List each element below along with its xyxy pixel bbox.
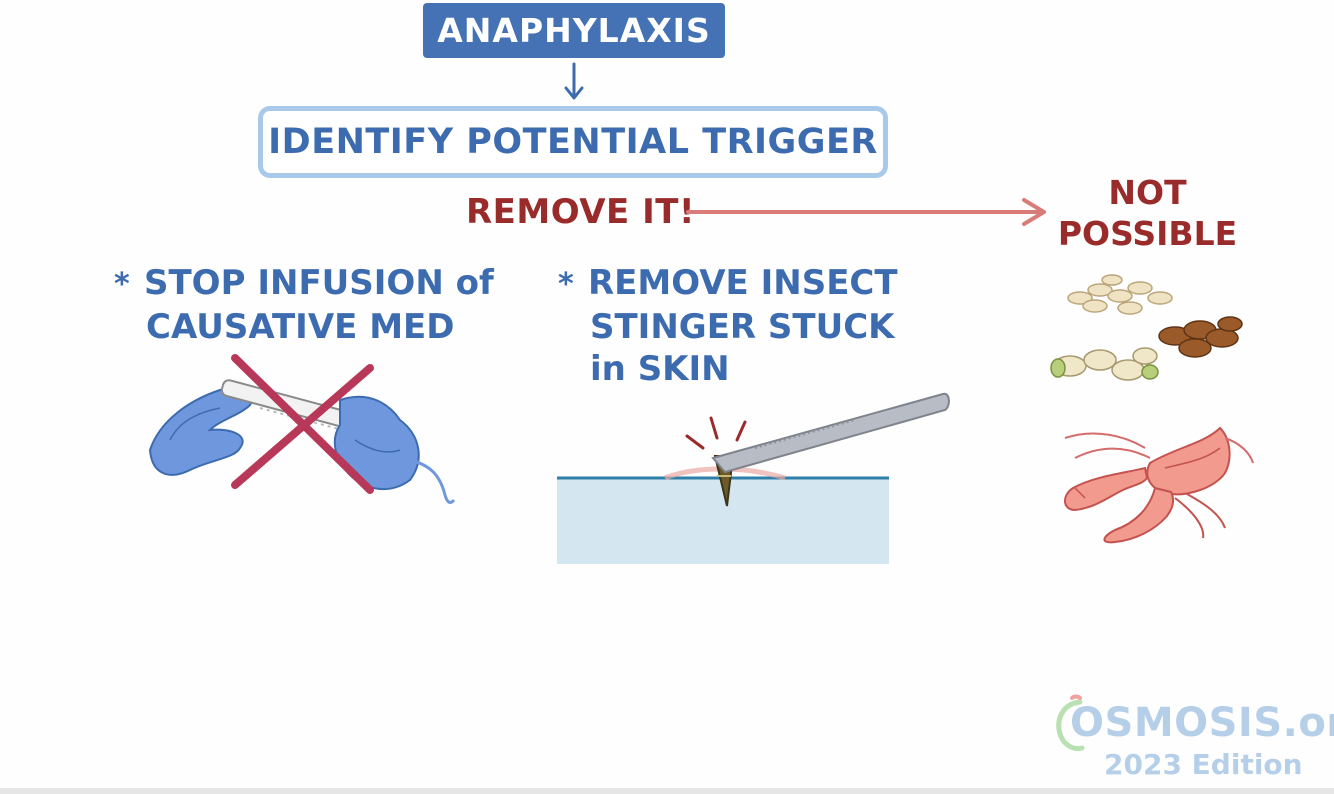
title-box: ANAPHYLAXIS bbox=[423, 3, 725, 58]
lobster-icon bbox=[1055, 418, 1255, 546]
down-arrow-icon bbox=[560, 62, 588, 102]
remove-it-label: REMOVE IT! bbox=[466, 192, 695, 232]
note-left-line-1: STOP INFUSION of bbox=[144, 263, 494, 303]
bullet-star: * bbox=[558, 264, 588, 306]
tweezers-stinger-icon bbox=[555, 386, 955, 566]
note-mid-line-2: STINGER STUCK bbox=[558, 306, 898, 348]
not-possible-line-1: NOT bbox=[1040, 172, 1255, 213]
watermark-edition: 2023 Edition bbox=[1104, 748, 1303, 781]
right-arrow-icon bbox=[686, 198, 1050, 226]
note-left-line-2: CAUSATIVE MED bbox=[114, 306, 494, 348]
step-box: IDENTIFY POTENTIAL TRIGGER bbox=[258, 106, 888, 178]
bullet-star: * bbox=[114, 264, 144, 306]
step-text: IDENTIFY POTENTIAL TRIGGER bbox=[268, 122, 878, 162]
watermark-brand: OSMOSIS.org bbox=[1070, 700, 1334, 746]
gloved-hands-iv-icon bbox=[140, 350, 460, 510]
bottom-bar bbox=[0, 788, 1334, 794]
note-mid-line-1: REMOVE INSECT bbox=[588, 263, 898, 303]
not-possible-line-2: POSSIBLE bbox=[1040, 213, 1255, 254]
title-text: ANAPHYLAXIS bbox=[437, 11, 710, 50]
not-possible-label: NOT POSSIBLE bbox=[1040, 172, 1255, 254]
note-mid-line-3: in SKIN bbox=[558, 348, 898, 390]
note-remove-stinger: *REMOVE INSECT STINGER STUCK in SKIN bbox=[558, 262, 898, 390]
nuts-icon bbox=[1050, 268, 1255, 388]
note-stop-infusion: *STOP INFUSION of CAUSATIVE MED bbox=[114, 262, 494, 348]
